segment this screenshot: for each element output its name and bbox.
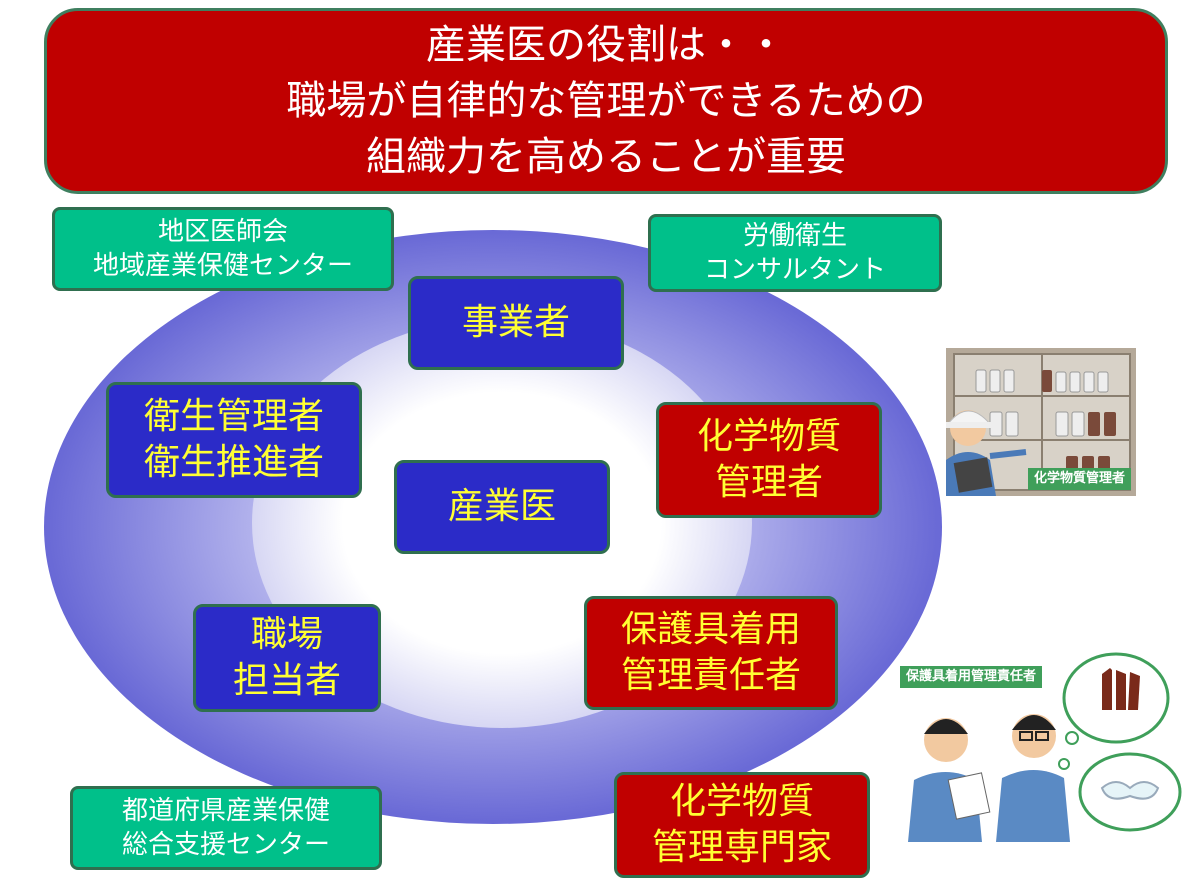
title-line-3: 組織力を高めることが重要: [366, 134, 846, 180]
ppe-consultation-icon: [908, 652, 1182, 842]
ppe-manager-label: 保護具着用管理責任者: [900, 666, 1043, 688]
title-banner: 産業医の役割は・・ 職場が自律的な管理ができるための 組織力を高めることが重要: [44, 8, 1168, 194]
medical-association-box: 地区医師会 地域産業保健センター: [52, 207, 394, 291]
chemical-manager-label: 化学物質管理者: [1028, 468, 1132, 490]
title-line-2: 職場が自律的な管理ができるための: [286, 78, 926, 124]
chemical-manager-illustration: 化学物質管理者: [946, 348, 1182, 496]
hygiene-manager-box: 衛生管理者 衛生推進者: [106, 382, 362, 498]
title-line-1: 産業医の役割は・・: [426, 22, 786, 68]
ppe-manager-box: 保護具着用 管理責任者: [584, 596, 838, 710]
workplace-staff-box: 職場 担当者: [193, 604, 381, 712]
chemical-manager-box: 化学物質 管理者: [656, 402, 882, 518]
occupational-physician-box: 産業医: [394, 460, 610, 554]
ppe-manager-illustration: 保護具着用管理責任者: [896, 652, 1186, 842]
prefecture-center-box: 都道府県産業保健 総合支援センター: [70, 786, 382, 870]
employer-box: 事業者: [408, 276, 624, 370]
consultant-box: 労働衛生 コンサルタント: [648, 214, 942, 292]
chemical-expert-box: 化学物質 管理専門家: [614, 772, 870, 878]
